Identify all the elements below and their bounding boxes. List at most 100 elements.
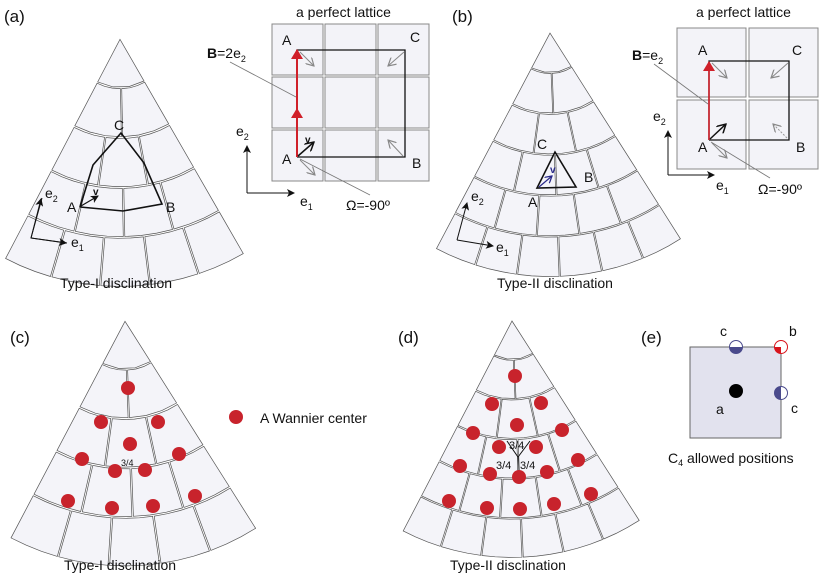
legend-wannier-label: A Wannier center — [260, 410, 367, 426]
lattice-cell — [537, 194, 580, 237]
lattice-cell — [521, 514, 564, 558]
omega-label: Ω=-90º — [758, 181, 802, 197]
lattice-cell — [58, 510, 112, 566]
omega-leader-line — [710, 141, 771, 179]
fraction-label-top: 3/4 — [509, 440, 524, 452]
wannier-centers-d — [442, 369, 598, 516]
wannier-center-dot — [61, 494, 75, 508]
fraction-label-left: 3/4 — [496, 460, 511, 472]
site-c-right-fill — [774, 386, 781, 400]
v-arrow-perfect — [709, 124, 726, 140]
omega-leader-line — [299, 158, 371, 196]
caption-b: Type-II disclination — [497, 275, 613, 291]
loop-path-abc — [79, 131, 164, 212]
wannier-center-dot — [188, 489, 202, 503]
lattice-cell — [97, 38, 145, 88]
lattice-cell — [98, 136, 148, 187]
e2-arrow — [456, 202, 470, 241]
v-label: v — [93, 187, 99, 198]
point-a-label: A — [282, 151, 292, 167]
lattice-cell — [33, 451, 92, 512]
v-label: v — [550, 165, 556, 176]
lattice-cell — [183, 211, 244, 274]
site-a-label: a — [716, 401, 724, 417]
e2-arrow — [30, 198, 44, 239]
point-c-label: C — [114, 117, 124, 133]
type-ii-lattice-fan-b — [436, 32, 681, 277]
wannier-center-dot — [108, 464, 122, 478]
burgers-label: B=2e2 — [207, 45, 246, 64]
lattice-cell — [512, 68, 554, 114]
fraction-label: 3/4 — [121, 458, 134, 468]
lattice-cell — [160, 168, 219, 230]
e1-label: e1 — [496, 239, 509, 258]
wannier-center-dot — [466, 426, 480, 440]
lattice-cell — [10, 495, 71, 557]
lattice-cell — [169, 445, 230, 508]
lattice-cell — [568, 454, 619, 506]
point-b-label: B — [412, 155, 421, 171]
lattice-cell — [324, 129, 377, 182]
caption-d: Type-II disclination — [450, 557, 566, 573]
site-c-top-fill — [729, 347, 743, 354]
lattice-cell — [558, 232, 602, 277]
lattice-cell — [628, 205, 681, 259]
lattice-cell — [551, 66, 594, 114]
point-c-label: C — [792, 42, 802, 58]
lattice-cell — [748, 27, 819, 98]
lattice-cell — [493, 104, 539, 154]
legend-wannier-dot — [229, 410, 243, 424]
lattice-cell — [555, 503, 603, 553]
wannier-center-dot — [529, 440, 543, 454]
e2-label: e2 — [471, 188, 484, 207]
omega-label: Ω=-90º — [346, 197, 390, 213]
caption-e: C4 allowed positions — [668, 450, 794, 468]
caption-a: Type-I disclination — [60, 275, 172, 291]
point-a-label: A — [698, 139, 708, 155]
lattice-cell — [676, 27, 747, 98]
lattice-cell — [324, 76, 377, 129]
fraction-label-right: 3/4 — [520, 460, 535, 472]
lattice-cell — [436, 213, 488, 266]
e2-label: e2 — [45, 185, 58, 204]
point-b-label: B — [166, 199, 175, 215]
point-a-top-label: A — [282, 32, 292, 48]
wannier-center-dot — [513, 502, 527, 516]
site-b-fill — [774, 347, 781, 354]
burgers-label: B=e2 — [632, 47, 663, 66]
burgers-leader-line — [229, 61, 297, 98]
orientation-arrow — [299, 51, 314, 66]
lattice-cell — [193, 487, 257, 551]
site-c-top-label: c — [720, 323, 727, 339]
site-a-dot — [729, 384, 743, 398]
lattice-cell — [81, 464, 133, 517]
wannier-center-dot — [571, 453, 585, 467]
e2-label: e2 — [236, 123, 249, 142]
wannier-center-dot — [480, 501, 494, 515]
type-i-lattice-fan-a — [5, 38, 244, 287]
e1-label: e1 — [71, 234, 84, 253]
lattice-cell — [377, 76, 430, 129]
lattice-cell — [607, 170, 659, 224]
wannier-center-dot — [146, 499, 160, 513]
wannier-center-dot — [555, 423, 569, 437]
lattice-cell — [531, 32, 572, 73]
lattice-cell — [421, 461, 470, 511]
wannier-center-dot — [534, 396, 548, 410]
point-a-label: A — [67, 199, 77, 215]
lattice-cell — [102, 320, 152, 369]
lattice-cell — [500, 477, 542, 519]
wannier-center-dot — [442, 494, 456, 508]
wannier-center-dot — [547, 497, 561, 511]
wannier-center-dot — [540, 465, 554, 479]
e1-arrow — [456, 239, 494, 249]
lattice-cell — [402, 496, 453, 547]
wannier-center-dot — [584, 487, 598, 501]
lattice-title-b: a perfect lattice — [696, 4, 791, 20]
lattice-cell — [481, 517, 523, 558]
lattice-cell — [28, 171, 86, 232]
lattice-cell — [676, 99, 747, 170]
e1-label: e1 — [716, 177, 729, 196]
orientation-arrow — [388, 51, 405, 66]
